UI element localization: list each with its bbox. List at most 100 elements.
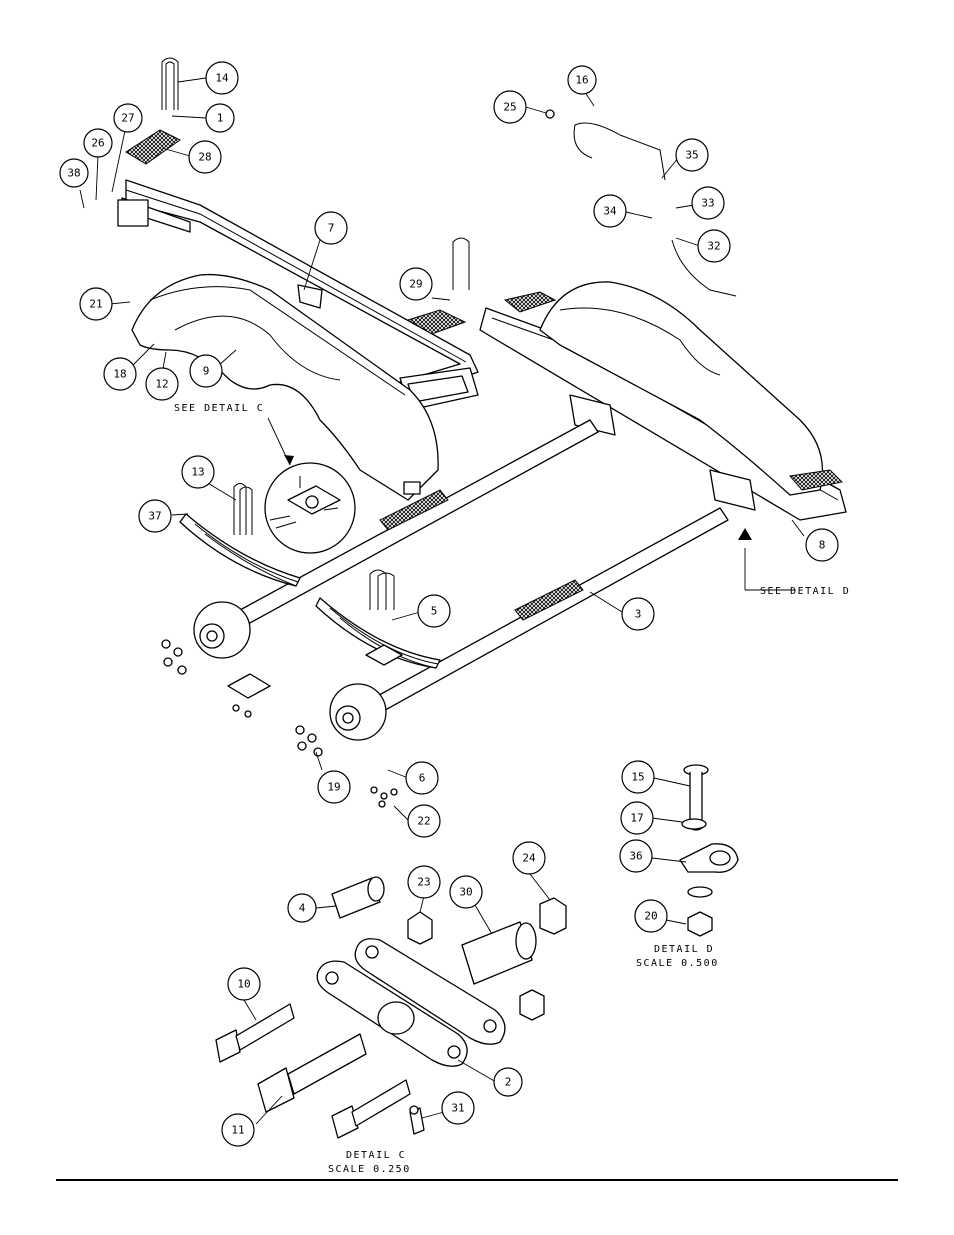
callout-7: 7 <box>314 211 348 245</box>
svg-text:38: 38 <box>67 167 80 180</box>
svg-text:12: 12 <box>155 378 168 391</box>
callout-16: 16 <box>567 65 597 95</box>
callout-23: 23 <box>407 865 441 899</box>
svg-text:11: 11 <box>231 1124 244 1137</box>
svg-text:18: 18 <box>113 368 126 381</box>
callout-27: 27 <box>113 103 143 133</box>
axle-plate-6 <box>227 644 403 699</box>
bolt-10 <box>215 1003 295 1063</box>
callout-21: 21 <box>79 287 113 321</box>
callout-6: 6 <box>405 761 439 795</box>
bolt-lower <box>331 1079 411 1139</box>
callout-38: 38 <box>59 158 89 188</box>
lug-nuts-19 <box>161 639 323 757</box>
detail-d-scale: SCALE 0.500 <box>636 958 719 969</box>
callout-13: 13 <box>181 455 215 489</box>
nut-24 <box>539 897 567 935</box>
svg-text:29: 29 <box>409 278 422 291</box>
detail-d-arrow <box>738 528 752 540</box>
callout-10: 10 <box>227 967 261 1001</box>
svg-text:36: 36 <box>629 850 642 863</box>
u-bolt-5 <box>369 569 395 610</box>
callout-3: 3 <box>621 597 655 631</box>
svg-text:34: 34 <box>603 205 617 218</box>
callout-4: 4 <box>287 893 317 923</box>
see-detail-c-label: SEE DETAIL C <box>174 403 264 414</box>
nut-20 <box>687 911 713 937</box>
callout-1: 1 <box>205 103 235 133</box>
link-plate-2 <box>316 938 506 1067</box>
svg-text:2: 2 <box>505 1076 512 1089</box>
svg-text:31: 31 <box>451 1102 464 1115</box>
bushing-4 <box>331 876 385 919</box>
callout-14: 14 <box>205 61 239 95</box>
callout-22: 22 <box>407 804 441 838</box>
callout-8: 8 <box>805 528 839 562</box>
svg-text:13: 13 <box>191 466 204 479</box>
grommet-25 <box>545 109 555 119</box>
callout-36: 36 <box>619 839 653 873</box>
svg-text:37: 37 <box>148 510 161 523</box>
svg-text:30: 30 <box>459 886 472 899</box>
callout-17: 17 <box>620 801 654 835</box>
svg-text:32: 32 <box>707 240 720 253</box>
svg-text:9: 9 <box>203 365 210 378</box>
clamp-36 <box>679 843 739 873</box>
callout-19: 19 <box>317 770 351 804</box>
svg-text:22: 22 <box>417 815 430 828</box>
callout-33: 33 <box>691 186 725 220</box>
grease-fitting-31 <box>409 1105 425 1135</box>
step-plate-28 <box>125 129 181 165</box>
nuts-22 <box>232 704 398 808</box>
svg-text:33: 33 <box>701 197 714 210</box>
rear-axle <box>329 507 729 741</box>
callout-20: 20 <box>634 899 668 933</box>
callout-30: 30 <box>449 875 483 909</box>
svg-text:5: 5 <box>431 605 438 618</box>
svg-text:16: 16 <box>575 74 588 87</box>
svg-text:19: 19 <box>327 781 340 794</box>
step-plate-29 <box>406 309 467 335</box>
see-detail-d-label: SEE DETAIL D <box>760 586 850 597</box>
callout-11: 11 <box>221 1113 255 1147</box>
callout-37: 37 <box>138 499 172 533</box>
callout-32: 32 <box>697 229 731 263</box>
svg-text:14: 14 <box>215 72 229 85</box>
callout-31: 31 <box>441 1091 475 1125</box>
nut-extra <box>519 989 545 1021</box>
callout-5: 5 <box>417 594 451 628</box>
svg-text:25: 25 <box>503 101 516 114</box>
leader-lines <box>79 77 805 1125</box>
svg-text:28: 28 <box>198 151 211 164</box>
svg-text:3: 3 <box>635 608 642 621</box>
svg-text:1: 1 <box>217 112 224 125</box>
right-frame-assembly <box>479 281 847 521</box>
svg-text:20: 20 <box>644 910 657 923</box>
leaf-spring-37 <box>179 513 301 587</box>
detail-c-scale: SCALE 0.250 <box>328 1164 411 1175</box>
u-bolt-14 <box>161 57 179 110</box>
detail-d-leader <box>744 548 795 591</box>
nut-23 <box>407 911 433 945</box>
callout-26: 26 <box>83 128 113 158</box>
washer-lower <box>687 886 713 898</box>
svg-text:35: 35 <box>685 149 698 162</box>
svg-text:24: 24 <box>522 852 536 865</box>
svg-text:8: 8 <box>819 539 826 552</box>
sleeve-30 <box>461 921 537 985</box>
u-bolt-13 <box>233 483 253 535</box>
svg-text:6: 6 <box>419 772 426 785</box>
callout-25: 25 <box>493 90 527 124</box>
svg-text:17: 17 <box>630 812 643 825</box>
svg-text:21: 21 <box>89 298 102 311</box>
detail-c-title: DETAIL C <box>346 1150 406 1161</box>
svg-text:7: 7 <box>328 222 335 235</box>
callout-34: 34 <box>593 194 627 228</box>
callout-24: 24 <box>512 841 546 875</box>
callout-15: 15 <box>621 760 655 794</box>
left-fender <box>131 273 439 501</box>
svg-text:15: 15 <box>631 771 644 784</box>
svg-text:27: 27 <box>121 112 134 125</box>
svg-text:26: 26 <box>91 137 104 150</box>
